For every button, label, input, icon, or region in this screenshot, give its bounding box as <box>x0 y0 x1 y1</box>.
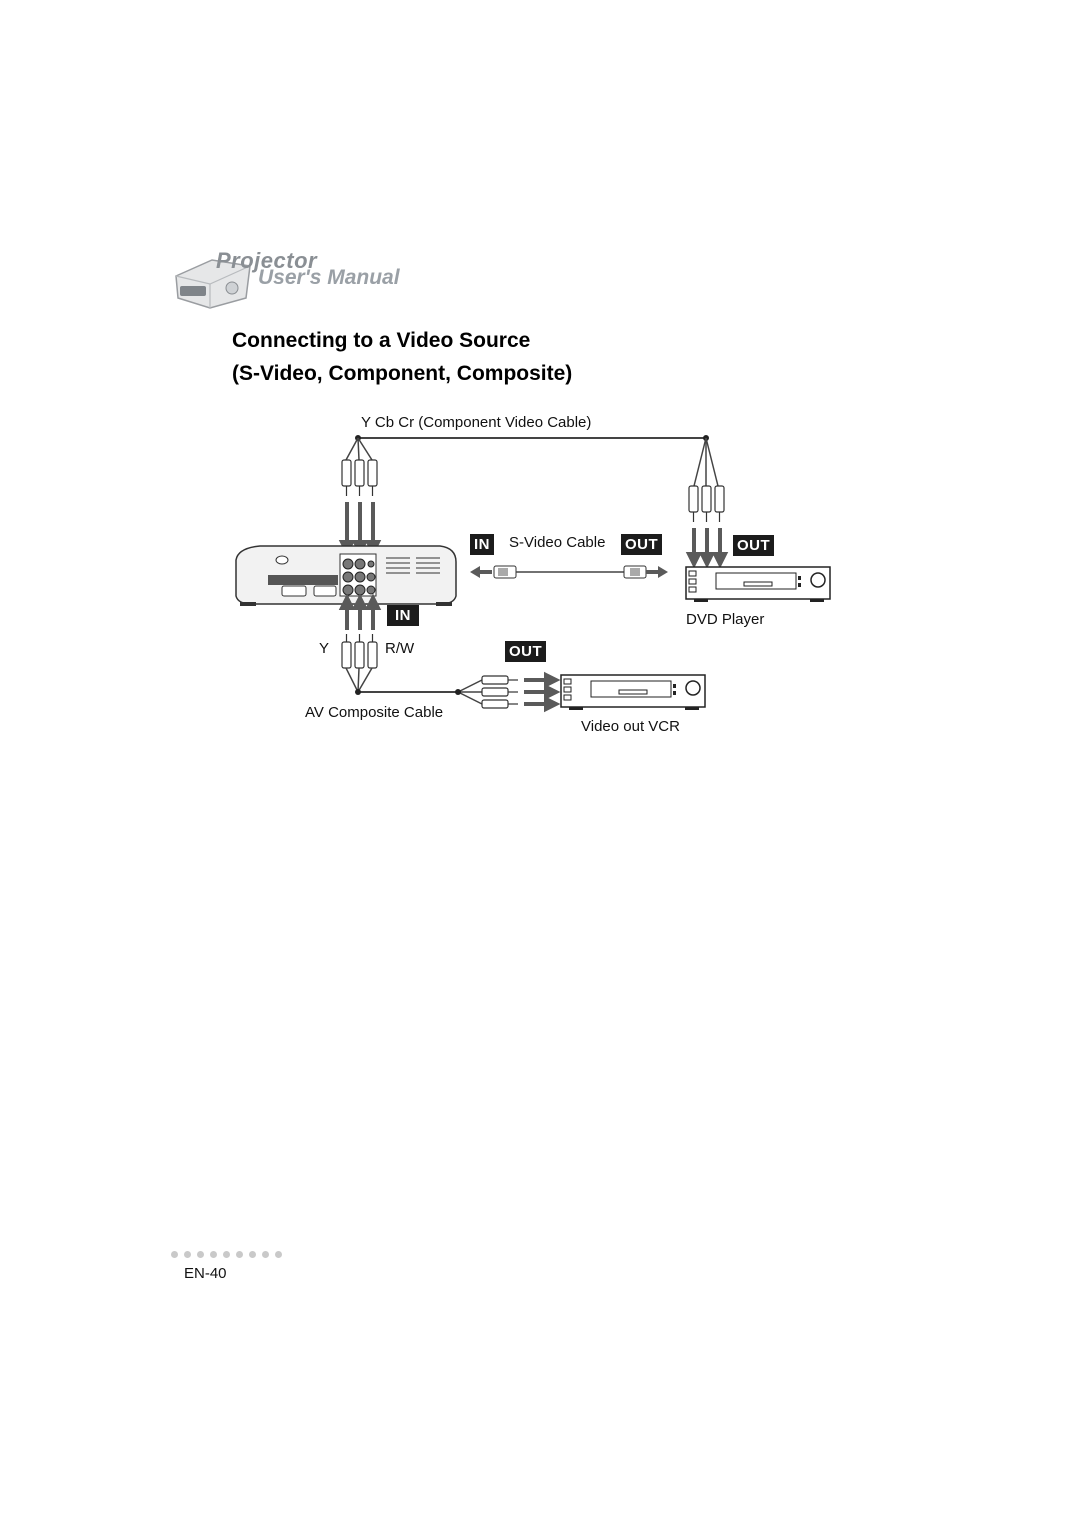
composite-arrows <box>338 593 382 630</box>
composite-cable <box>345 667 483 705</box>
dvd-player-image <box>685 566 831 602</box>
page-title: Connecting to a Video Source <box>232 329 531 352</box>
page-subtitle: (S-Video, Component, Composite) <box>232 362 573 385</box>
logo-text-projector: Projector <box>216 248 318 273</box>
svideo-out-tag: OUT <box>621 534 663 555</box>
projector-in-tag: IN <box>387 605 419 626</box>
footer-dots <box>171 1251 282 1258</box>
component-plugs-right <box>688 485 725 522</box>
rw-label: R/W <box>385 640 415 657</box>
y-label: Y <box>319 640 330 657</box>
component-cable <box>345 435 719 487</box>
dvd-out-tag: OUT <box>733 535 775 556</box>
svideo-cable-label: S-Video Cable <box>509 534 606 551</box>
component-arrows-right <box>685 528 729 569</box>
av-composite-cable-label: AV Composite Cable <box>305 704 444 721</box>
svideo-in-tag: IN <box>470 534 494 555</box>
svideo-cable <box>470 565 668 579</box>
vcr-arrows <box>524 671 561 713</box>
page-number: EN-40 <box>184 1265 227 1282</box>
vcr-image <box>560 674 706 710</box>
logo-text-users-manual: User's Manual <box>258 266 400 289</box>
vcr-out-tag: OUT <box>505 641 547 662</box>
vcr-label: Video out VCR <box>581 718 680 735</box>
dvd-player-label: DVD Player <box>686 611 765 628</box>
component-cable-label: Y Cb Cr (Component Video Cable) <box>361 414 592 431</box>
composite-plugs-vcr <box>481 675 518 709</box>
projector-rear-image <box>235 545 457 606</box>
composite-plugs-projector <box>341 634 378 669</box>
component-plugs-left <box>341 459 378 496</box>
component-arrows-left <box>338 502 382 557</box>
